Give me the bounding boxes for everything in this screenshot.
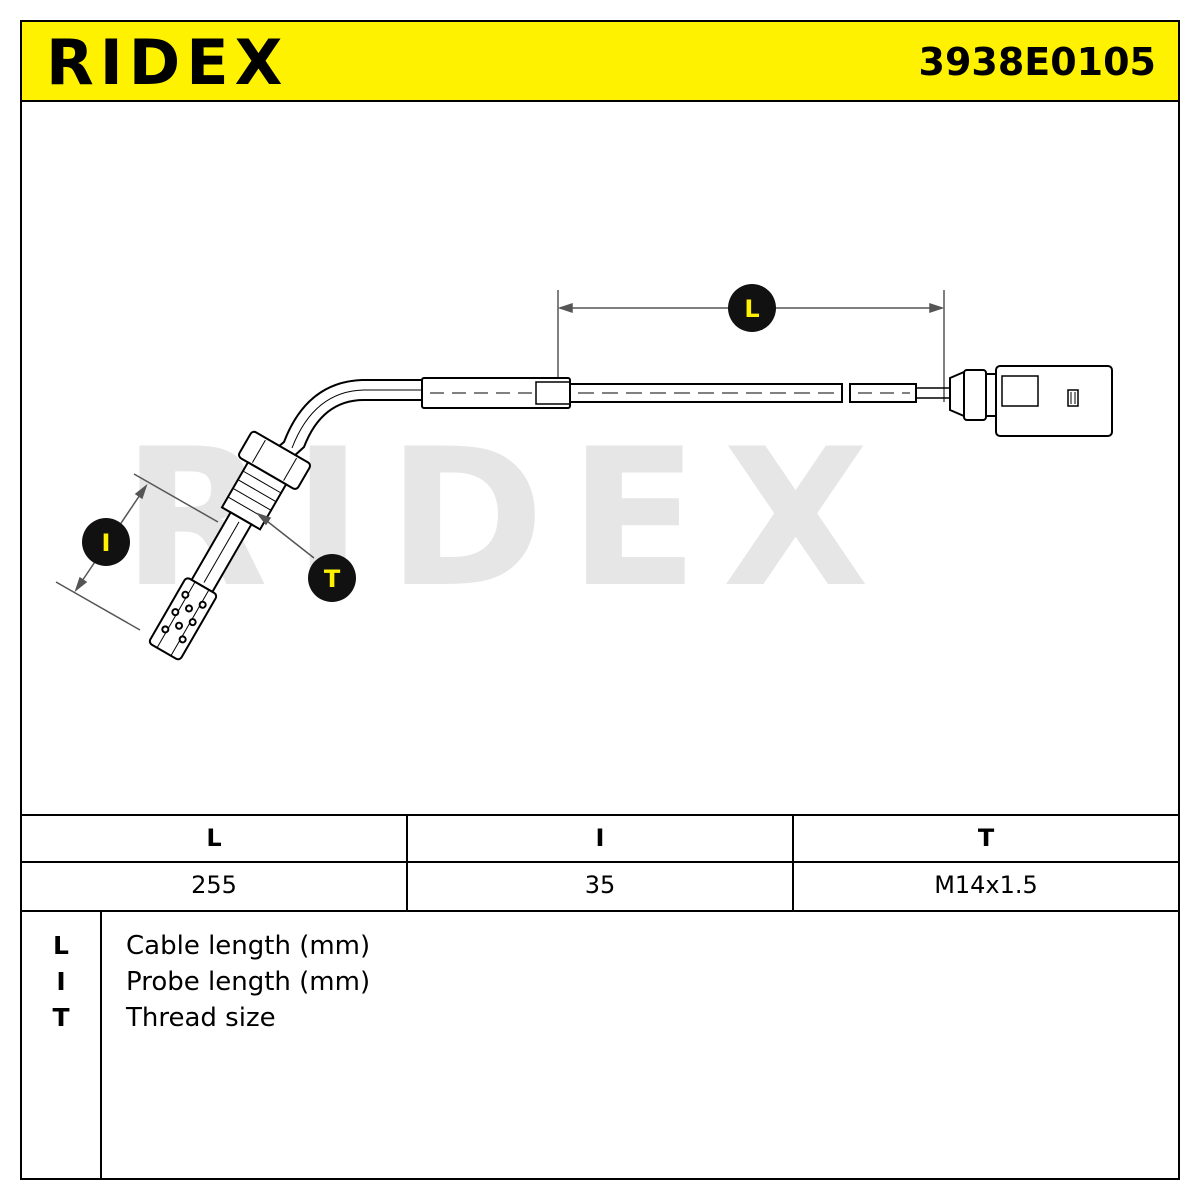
legend-keys-column: L I T <box>22 912 102 1178</box>
ridex-logo-text: RIDEX <box>46 26 288 96</box>
legend-desc-probe-length: Probe length (mm) <box>126 967 371 997</box>
spec-header-I: I <box>408 816 794 861</box>
spec-value-T: M14x1.5 <box>934 871 1038 899</box>
label-L-text: L <box>744 295 759 323</box>
spec-value-I: 35 <box>408 863 794 910</box>
legend: L I T Cable length (mm) Probe length (mm… <box>22 912 1178 1178</box>
spec-table-values: 255 35 M14x1.5 <box>22 863 1178 910</box>
technical-drawing: RIDEX L <box>55 284 1113 661</box>
ridex-logo: RIDEX <box>46 26 288 96</box>
legend-key-T: T <box>52 1003 70 1032</box>
spec-value-L: 255 <box>22 863 408 910</box>
legend-key-I: I <box>56 967 66 996</box>
legend-key-L: L <box>53 931 69 960</box>
sensor-probe <box>148 430 311 661</box>
connector-plug <box>949 365 1113 437</box>
spec-header-T: T <box>977 824 995 852</box>
dimension-T <box>255 512 315 559</box>
label-I-text: I <box>102 529 111 557</box>
legend-desc-thread-size: Thread size <box>126 1003 276 1033</box>
spec-table-header: L I T <box>22 816 1178 863</box>
sensor-sleeve <box>421 377 571 409</box>
sensor-cable <box>569 383 950 403</box>
spec-header-L: L <box>22 816 408 861</box>
label-T-text: T <box>324 565 341 593</box>
part-number: 3938E0105 <box>918 40 1156 84</box>
header-bar: RIDEX 3938E0105 <box>22 22 1178 102</box>
legend-desc-cable-length: Cable length (mm) <box>126 931 371 961</box>
label-L: L <box>728 284 776 332</box>
spec-table: L I T 255 35 M14x1.5 <box>22 814 1178 912</box>
drawing-frame: RIDEX 3938E0105 RIDEX L <box>20 20 1180 1180</box>
label-I: I <box>82 518 130 566</box>
label-T: T <box>308 554 356 602</box>
